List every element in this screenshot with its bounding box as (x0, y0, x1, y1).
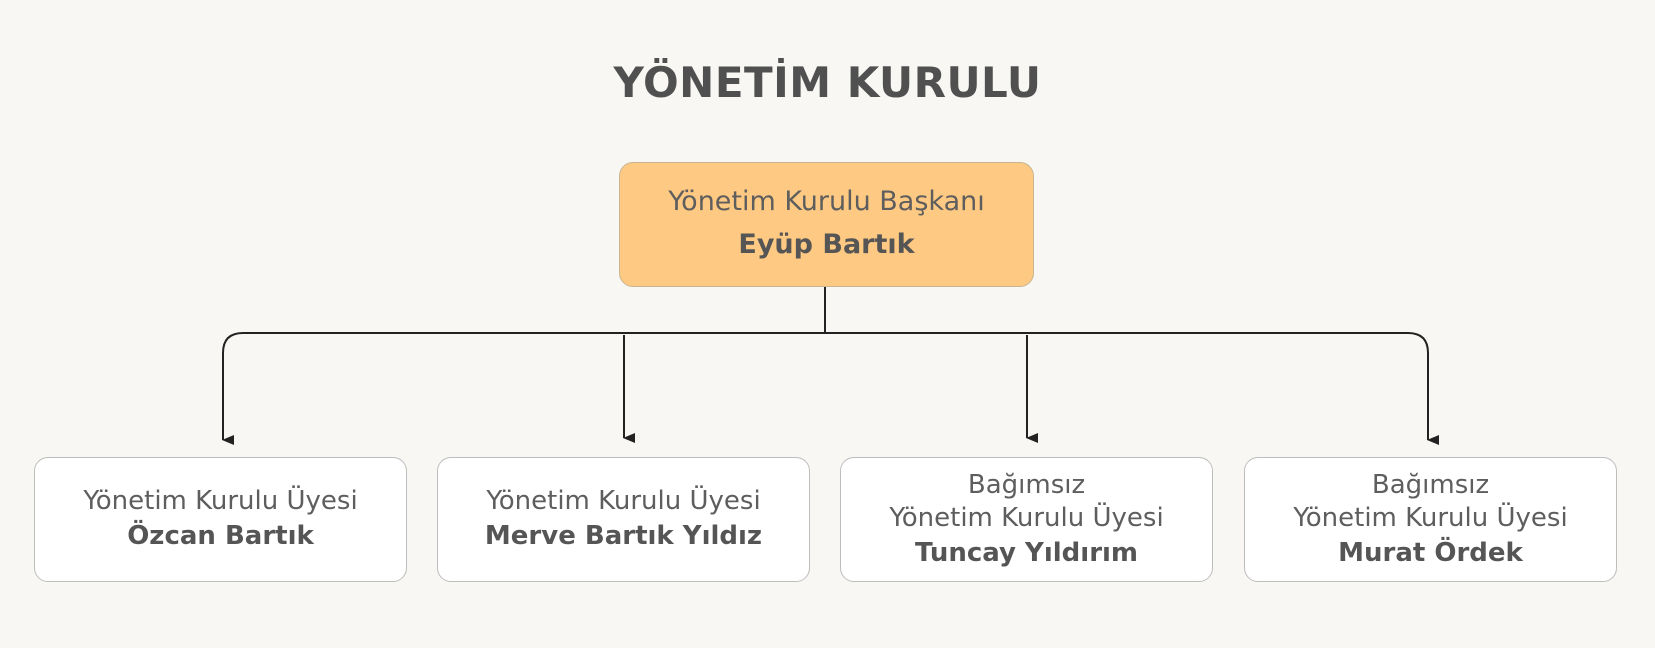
member-box-2: Yönetim Kurulu Üyesi Merve Bartık Yıldız (437, 457, 810, 582)
member-role-qualifier: Bağımsız (967, 469, 1086, 500)
member-name: Özcan Bartık (127, 521, 314, 551)
connector-horizontal-bus (222, 332, 1439, 445)
chair-box: Yönetim Kurulu Başkanı Eyüp Bartık (619, 162, 1034, 287)
member-role: Yönetim Kurulu Üyesi (1293, 502, 1568, 533)
chair-name: Eyüp Bartık (738, 228, 915, 260)
member-name: Merve Bartık Yıldız (484, 521, 763, 551)
member-name: Murat Ördek (1338, 537, 1523, 568)
member-role: Yönetim Kurulu Üyesi (889, 502, 1164, 533)
member-box-4: Bağımsız Yönetim Kurulu Üyesi Murat Örde… (1244, 457, 1617, 582)
member-box-1: Yönetim Kurulu Üyesi Özcan Bartık (34, 457, 407, 582)
chair-role: Yönetim Kurulu Başkanı (668, 185, 985, 217)
member-role: Yönetim Kurulu Üyesi (83, 486, 358, 516)
member-name: Tuncay Yıldırım (914, 537, 1139, 568)
member-role-qualifier: Bağımsız (1371, 469, 1490, 500)
member-role: Yönetim Kurulu Üyesi (486, 486, 761, 516)
member-box-3: Bağımsız Yönetim Kurulu Üyesi Tuncay Yıl… (840, 457, 1213, 582)
page-title: YÖNETİM KURULU (613, 58, 1042, 107)
